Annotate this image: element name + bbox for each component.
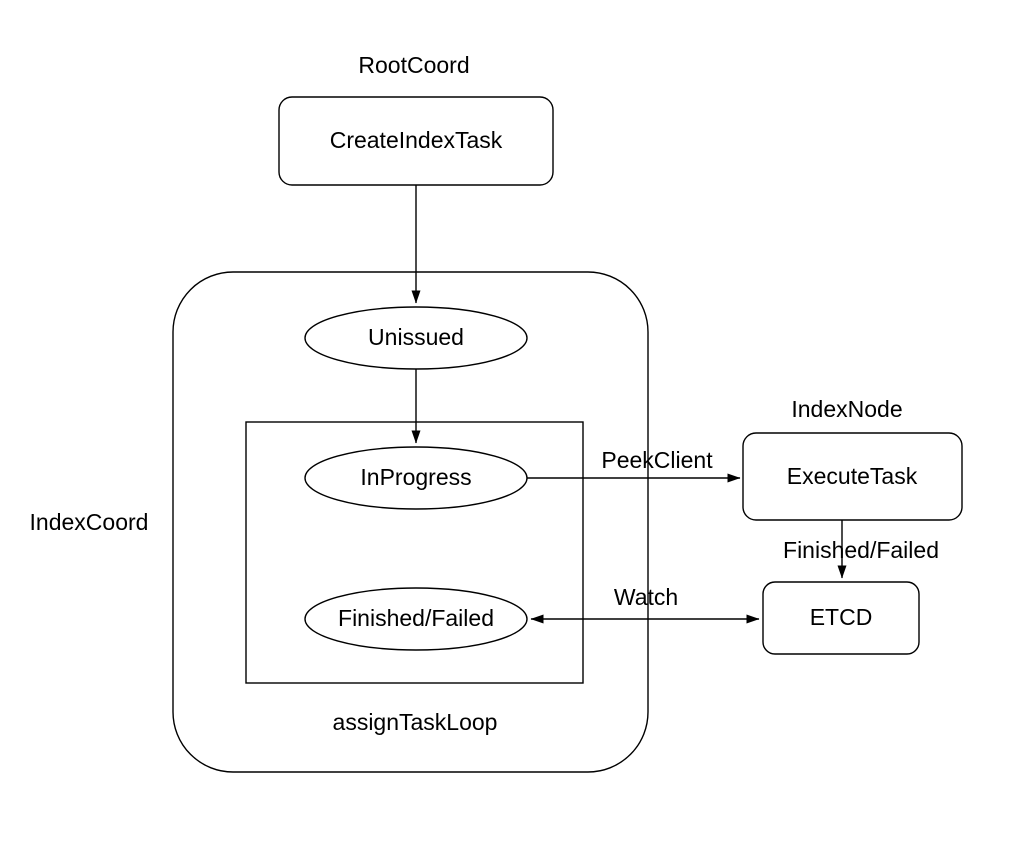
finished-failed-edge-label: Finished/Failed [783, 537, 939, 564]
indexcoord-label: IndexCoord [29, 509, 149, 536]
indexnode-label: IndexNode [791, 396, 903, 423]
peekclient-edge-label: PeekClient [601, 447, 713, 474]
indexcoord-container-outline [172, 271, 649, 773]
execute-task-outline [742, 432, 963, 521]
execute-task-node-label: ExecuteTask [786, 463, 918, 490]
finished-failed-outline [304, 587, 528, 651]
in-progress-node-label: InProgress [360, 464, 472, 491]
etcd-node-label: ETCD [809, 604, 873, 631]
assigntaskloop-label: assignTaskLoop [332, 709, 498, 736]
unissued-node-label: Unissued [368, 324, 464, 351]
rootcoord-label: RootCoord [358, 52, 470, 79]
assigntaskloop-box-outline [245, 421, 584, 684]
watch-edge-label: Watch [613, 584, 679, 611]
finished-failed-node-label: Finished/Failed [338, 605, 494, 632]
etcd-outline [762, 581, 920, 655]
create-index-task-node-label: CreateIndexTask [329, 127, 503, 154]
